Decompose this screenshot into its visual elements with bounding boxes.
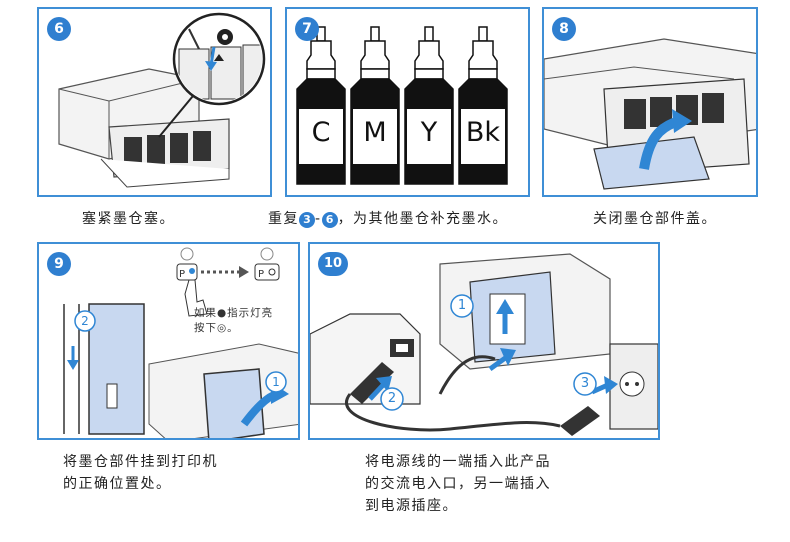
step-10-illustration — [310, 253, 658, 436]
step-ref-3: 3 — [299, 212, 315, 228]
step-6-illustration — [58, 12, 266, 188]
bottle-label-y: Y — [420, 117, 438, 148]
step-10-caption-line-2: 的交流电入口，另一端插入 — [365, 476, 551, 492]
step-9-tip: 如果●指示灯亮 按下◎。 — [194, 307, 274, 334]
step-9-badge: 9 — [47, 252, 71, 276]
ink-bottles-illustration — [296, 26, 508, 185]
step-6-panel: 6 — [37, 7, 272, 197]
step-8-illustration — [544, 38, 756, 190]
caption-suffix: ，为其他墨仓补充墨水。 — [337, 211, 509, 227]
step-8-badge: 8 — [552, 17, 576, 41]
finger-pointer-icon — [184, 279, 208, 317]
drop-icon: ● — [217, 307, 228, 319]
step-9-caption-line-2: 的正确位置处。 — [63, 476, 172, 492]
step-10-caption-line-1: 将电源线的一端插入此产品 — [365, 454, 551, 470]
step-10-badge: 10 — [318, 252, 348, 276]
step-7-badge: 7 — [295, 17, 319, 41]
callout-1: 1 — [457, 298, 467, 313]
step-9-illustration: P P — [63, 247, 298, 438]
callout-1: 1 — [272, 375, 280, 389]
tip-text-c: 按下 — [194, 322, 217, 334]
caption-dash: - — [315, 211, 322, 227]
tip-text-b: 指示灯亮 — [227, 307, 274, 319]
step-10-caption-line-3: 到电源插座。 — [365, 498, 458, 514]
step-8-caption: 关闭墨仓部件盖。 — [593, 211, 717, 227]
plug-icon — [350, 362, 394, 404]
callout-3: 3 — [580, 376, 590, 391]
step-6-badge: 6 — [47, 17, 71, 41]
svg-text:P: P — [179, 269, 185, 280]
step-9-panel: 9 P P 如果●指示灯亮 按下◎。 2 — [37, 242, 300, 440]
caption-prefix: 重复 — [268, 211, 299, 227]
bottle-label-m: M — [363, 117, 387, 148]
step-9-caption-line-1: 将墨仓部件挂到打印机 — [63, 454, 218, 470]
svg-text:P: P — [258, 269, 264, 280]
step-ref-6: 6 — [321, 212, 338, 228]
ink-cover — [593, 136, 710, 190]
step-6-caption: 塞紧墨仓塞。 — [82, 211, 175, 227]
tip-text-a: 如果 — [194, 307, 217, 319]
step-7-panel: 7 C M Y Bk — [285, 7, 530, 197]
drop-icon — [189, 268, 195, 274]
step-8-panel: 8 — [542, 7, 758, 197]
button-icon: P — [176, 247, 198, 281]
step-9-caption: 将墨仓部件挂到打印机 的正确位置处。 — [63, 451, 218, 495]
step-10-caption: 将电源线的一端插入此产品 的交流电入口，另一端插入 到电源插座。 — [365, 451, 551, 517]
button-icon: ◎ — [217, 322, 228, 334]
bottle-label-c: C — [311, 117, 331, 148]
callout-2: 2 — [81, 314, 89, 328]
callout-2: 2 — [387, 391, 397, 406]
step-10-panel: 10 1 2 3 — [308, 242, 660, 440]
bottle-label-bk: Bk — [465, 117, 501, 148]
